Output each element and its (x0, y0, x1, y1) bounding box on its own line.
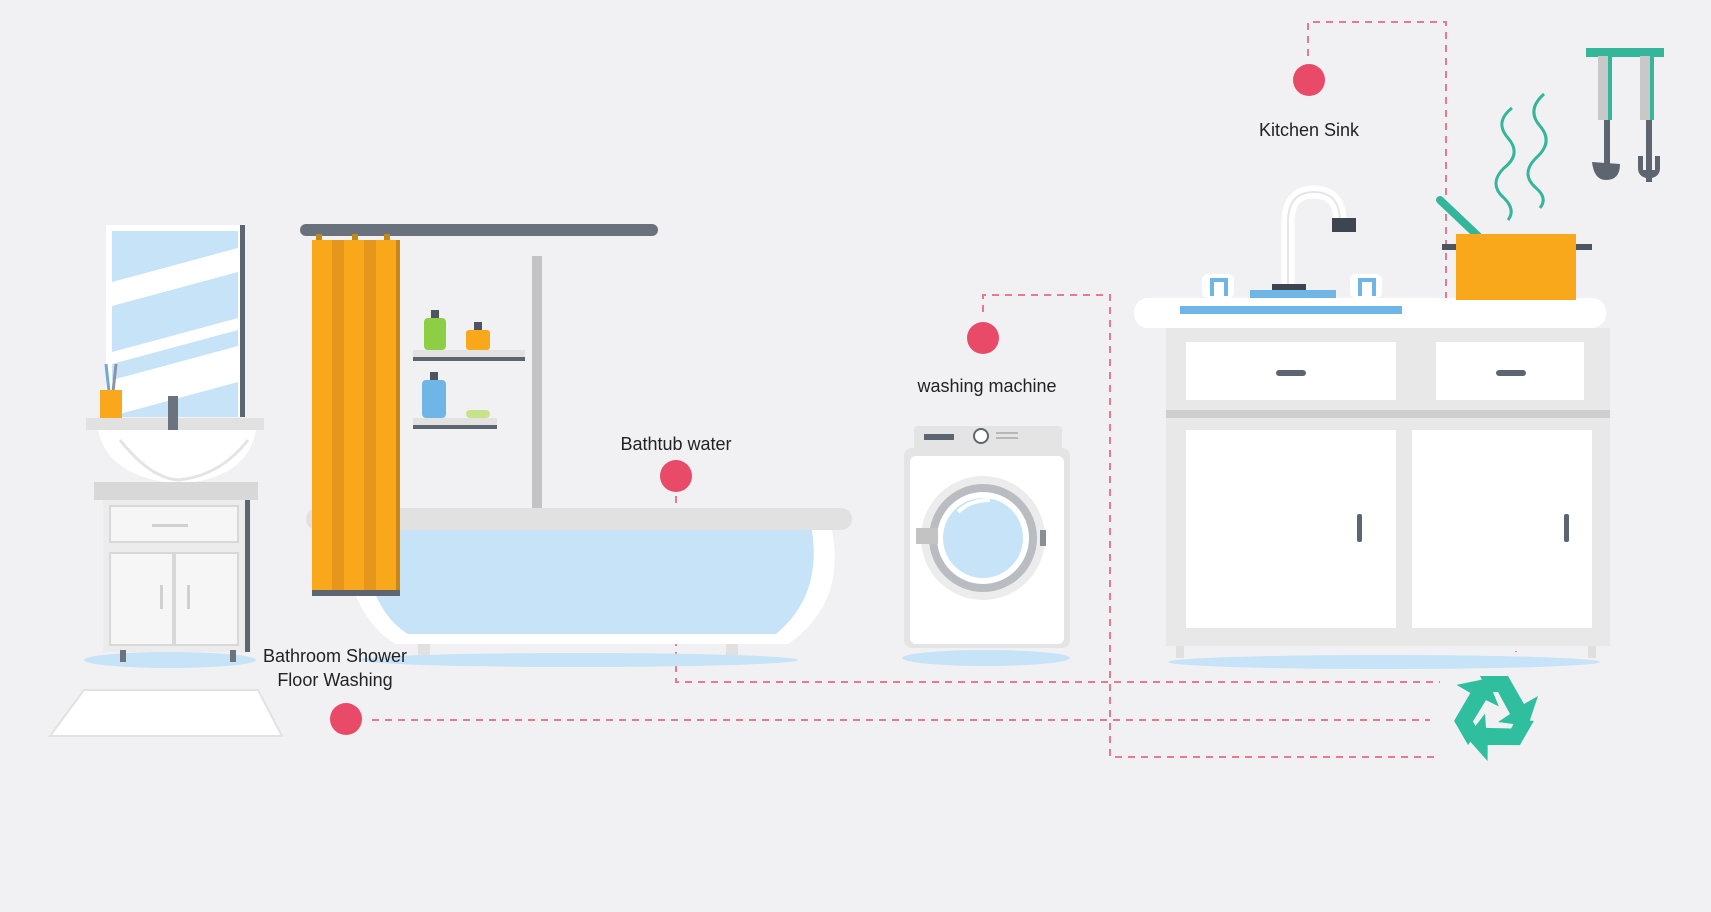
shower-curtain (312, 234, 400, 596)
bathroom-shower-text: Bathroom Shower (262, 646, 408, 666)
washing-machine-dot (967, 322, 999, 354)
toothbrush-cup (100, 390, 122, 418)
recycle-icon (1454, 676, 1538, 762)
washing-machine-label: washing machine (917, 376, 1057, 396)
kitchen-sink-dot (1293, 64, 1325, 96)
marker-dots (330, 64, 1325, 735)
bathtub-area (300, 224, 852, 667)
steam-icon (1494, 92, 1548, 221)
utensils-icon (1586, 48, 1664, 182)
bathroom-shower-floor-washing-label: Bathroom Shower Floor Washing (248, 644, 422, 692)
kitchen-sink-label: Kitchen Sink (1258, 120, 1360, 140)
floor-washing-text: Floor Washing (277, 670, 393, 690)
washing-machine (902, 426, 1070, 666)
bathroom-shower-dot (330, 703, 362, 735)
bathroom-vanity (84, 225, 264, 668)
bath-mat (48, 689, 284, 737)
washing-machine-line (982, 294, 1436, 758)
kitchen-cabinet (1134, 185, 1610, 669)
ladle-handle (1436, 196, 1482, 240)
bathtub-water-label: Bathtub water (620, 434, 732, 454)
toothbrush (104, 363, 111, 393)
bathtub-water-dot (660, 460, 692, 492)
bathtub-line (675, 496, 1440, 683)
